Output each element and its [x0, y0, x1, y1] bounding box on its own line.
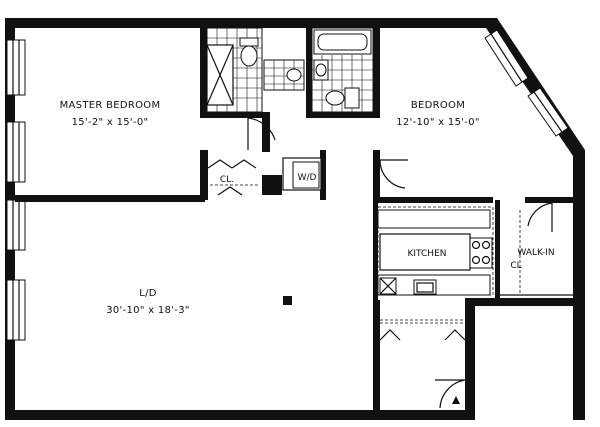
diagonal-windows [484, 29, 569, 137]
entry-arrow-icon [452, 396, 460, 404]
doors [207, 117, 553, 409]
bath-2 [311, 27, 374, 113]
left-windows [6, 39, 26, 341]
master-bedroom-size: 15'-2" x 15'-0" [72, 117, 149, 128]
bedroom-size: 12'-10" x 15'-0" [396, 117, 480, 128]
bath-1 [206, 27, 305, 113]
living-dining-name: L/D [139, 288, 157, 299]
walk-in-name: WALK-IN [517, 248, 554, 258]
kitchen-name: KITCHEN [408, 249, 447, 259]
washer-dryer-label: W/D [298, 173, 317, 183]
bedroom-name: BEDROOM [411, 100, 465, 111]
closet-label: CL. [220, 175, 234, 185]
closet-wd [210, 157, 322, 191]
kitchen [377, 206, 573, 296]
master-bedroom-name: MASTER BEDROOM [60, 100, 161, 111]
room-labels: MASTER BEDROOM 15'-2" x 15'-0" BEDROOM 1… [60, 100, 555, 316]
interior-walls [15, 28, 573, 410]
walk-in-closet-label: CL [510, 261, 521, 271]
living-dining-size: 30'-10" x 18'-3" [106, 305, 190, 316]
